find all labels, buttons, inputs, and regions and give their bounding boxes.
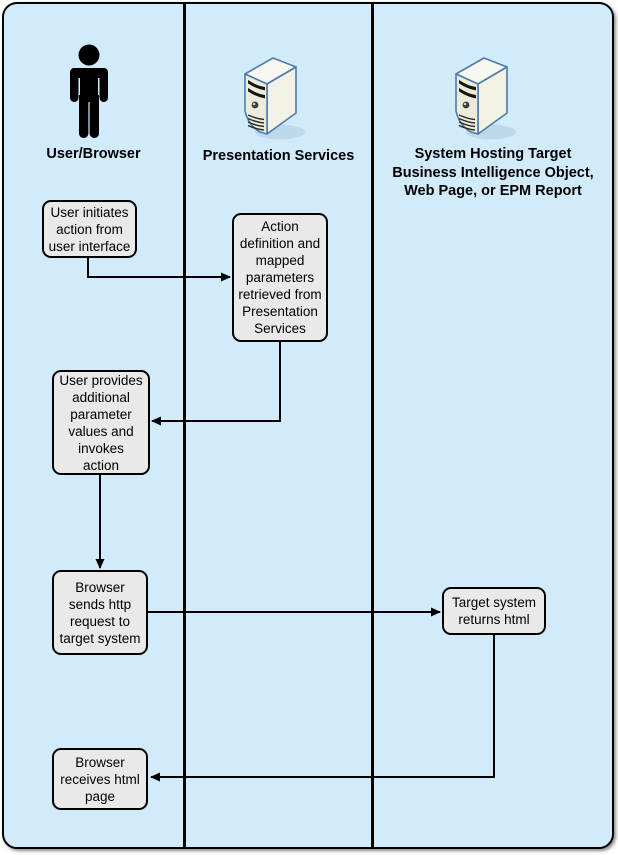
edge-target-to-receives (150, 635, 495, 782)
person-icon (63, 44, 115, 145)
lane-divider-2 (371, 4, 374, 847)
node-user-provides-parameters: User provides additional parameter value… (52, 370, 150, 475)
lane-label-user-browser: User/Browser (46, 146, 141, 162)
server-icon (444, 53, 522, 148)
lane-label-presentation-services: Presentation Services (202, 148, 355, 164)
lane-label-target-system: System Hosting Target Business Intellige… (392, 146, 594, 199)
node-browser-receives-html: Browser receives html page (52, 748, 148, 810)
node-target-returns-html: Target system returns html (442, 587, 546, 635)
server-icon (233, 53, 311, 148)
edge-definition-to-provides (151, 342, 281, 426)
node-browser-sends-request: Browser sends http request to target sys… (52, 570, 148, 655)
node-user-initiates-action: User initiates action from user interfac… (42, 200, 137, 258)
edge-initiate-to-definition (87, 258, 231, 282)
lane-divider-1 (183, 4, 186, 847)
node-action-definition-retrieved: Action definition and mapped parameters … (232, 213, 328, 342)
